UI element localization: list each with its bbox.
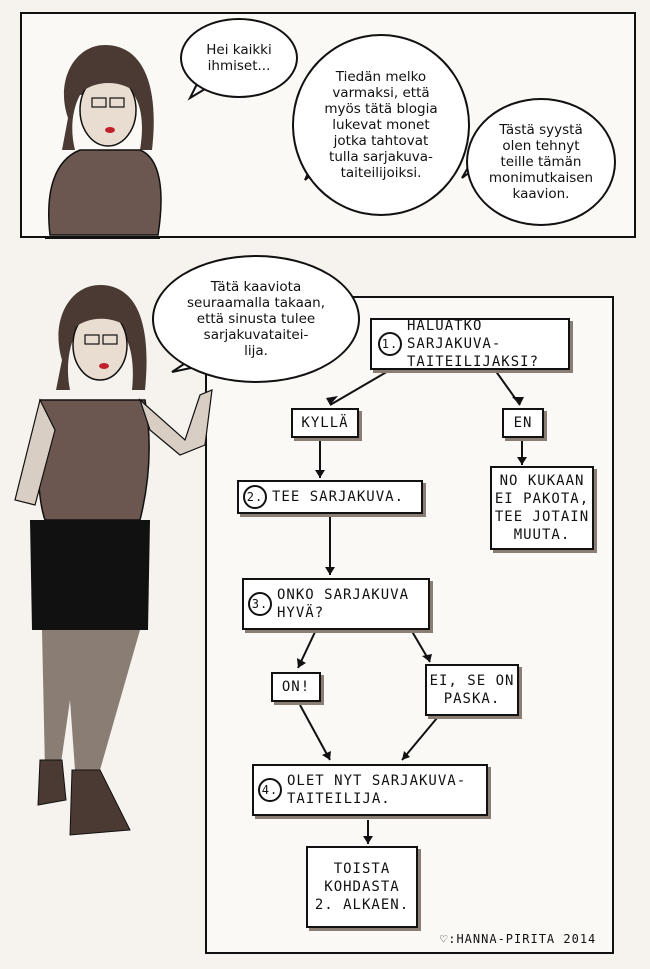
step-text: TEE SARJAKUVA. bbox=[272, 489, 405, 505]
flowchart-answer-yes: KYLLÄ bbox=[291, 408, 359, 438]
step-number: 1. bbox=[378, 332, 402, 356]
flowchart-step-1: 1. HALUATKO SARJAKUVA- TAITEILIJAKSI? bbox=[370, 318, 570, 370]
flowchart-answer-no: EN bbox=[502, 408, 544, 438]
step-text: OLET NYT SARJAKUVA- TAITEILIJA. bbox=[287, 773, 467, 807]
artist-signature: ♡:HANNA-PIRITA 2014 bbox=[440, 932, 597, 946]
speech-bubble-greeting: Hei kaikki ihmiset... bbox=[180, 18, 298, 98]
speech-bubble-blog-readers: Tiedän melko varmaksi, että myös tätä bl… bbox=[292, 34, 470, 216]
woman-figure-panel1 bbox=[45, 45, 162, 239]
flowchart-no-result: NO KUKAAN EI PAKOTA, TEE JOTAIN MUUTA. bbox=[490, 466, 594, 550]
step-text: ONKO SARJAKUVA HYVÄ? bbox=[277, 587, 410, 621]
step-number: 2. bbox=[243, 485, 267, 509]
flowchart-step-2: 2. TEE SARJAKUVA. bbox=[237, 480, 423, 514]
speech-bubble-chart-intro: Tästä syystä olen tehnyt teille tämän mo… bbox=[466, 98, 616, 226]
flowchart-step-3: 3. ONKO SARJAKUVA HYVÄ? bbox=[242, 578, 430, 630]
step-text: HALUATKO SARJAKUVA- TAITEILIJAKSI? bbox=[407, 318, 540, 370]
step-number: 3. bbox=[248, 592, 272, 616]
flowchart-step-4: 4. OLET NYT SARJAKUVA- TAITEILIJA. bbox=[252, 764, 488, 816]
speech-bubble-chart-promise: Tätä kaaviota seuraamalla takaan, että s… bbox=[152, 255, 360, 383]
step-number: 4. bbox=[258, 778, 282, 802]
flowchart-answer-bad: EI, SE ON PASKA. bbox=[425, 664, 519, 716]
woman-figure-panel2 bbox=[14, 285, 213, 836]
flowchart-end: TOISTA KOHDASTA 2. ALKAEN. bbox=[306, 846, 418, 928]
flowchart-answer-good: ON! bbox=[271, 672, 321, 702]
